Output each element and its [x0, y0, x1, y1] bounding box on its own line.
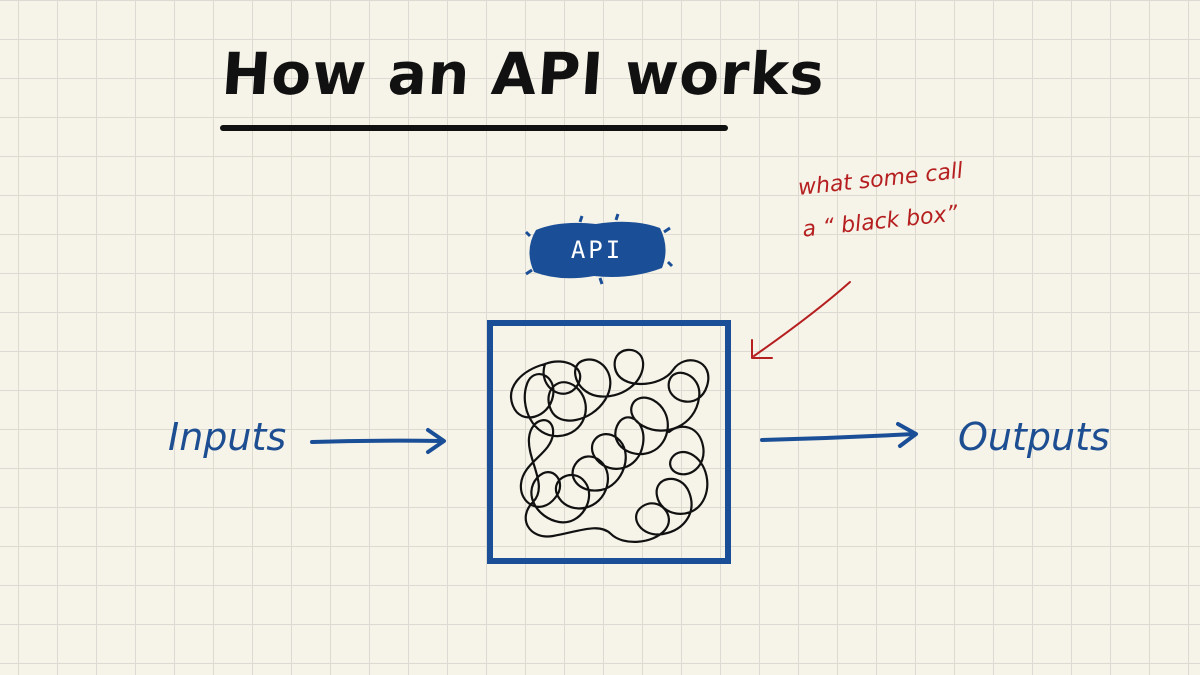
diagram-title: How an API works [219, 40, 828, 108]
inputs-label: Inputs [168, 415, 287, 459]
title-underline [220, 125, 728, 131]
outputs-label: Outputs [958, 415, 1110, 459]
api-label: API [570, 236, 624, 264]
input-arrow [310, 428, 446, 454]
tangled-scribble [510, 348, 710, 543]
api-label-scribble-background [524, 213, 674, 285]
annotation-arrow [751, 281, 851, 359]
black-box [487, 320, 731, 564]
black-box-annotation: what some call a “ black box” [796, 147, 1004, 251]
output-arrow [760, 422, 918, 448]
